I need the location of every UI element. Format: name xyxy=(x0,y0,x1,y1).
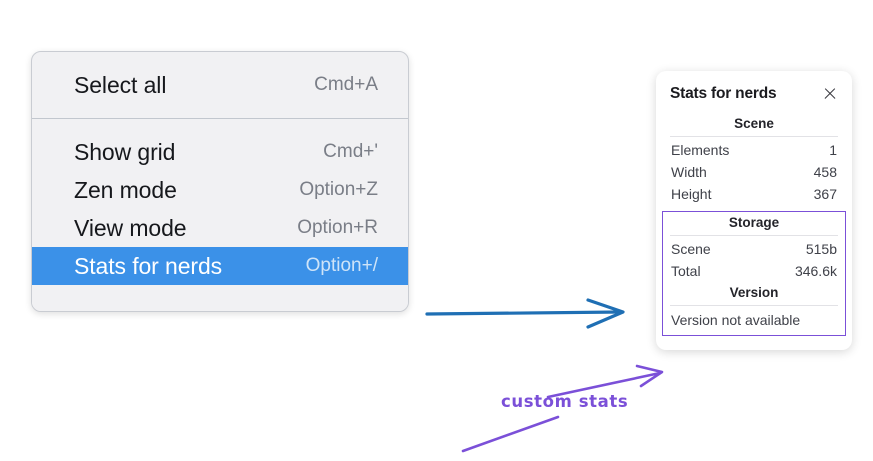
stat-value: 515b xyxy=(805,241,837,257)
menu-group-primary: Select all Cmd+A xyxy=(32,52,408,118)
stat-row-storage-total: Total 346.6k xyxy=(670,260,838,282)
blue-arrow-to-stats-panel xyxy=(425,298,625,329)
menu-item-label: Select all xyxy=(74,71,167,98)
menu-item-view-mode[interactable]: View mode Option+R xyxy=(32,209,408,247)
section-divider xyxy=(670,136,838,137)
stats-panel-header: Stats for nerds xyxy=(670,85,838,103)
stat-label: Total xyxy=(671,263,701,279)
stat-label: Height xyxy=(671,186,712,202)
menu-footer-spacer xyxy=(32,285,408,311)
menu-item-stats-for-nerds[interactable]: Stats for nerds Option+/ xyxy=(32,247,408,285)
menu-item-label: Zen mode xyxy=(74,176,177,203)
menu-item-select-all[interactable]: Select all Cmd+A xyxy=(32,66,408,104)
menu-group-secondary: Show grid Cmd+' Zen mode Option+Z View m… xyxy=(32,119,408,285)
section-divider xyxy=(670,305,838,306)
menu-item-label: Show grid xyxy=(74,138,176,165)
purple-underline-stroke xyxy=(461,415,560,453)
stat-row-storage-scene: Scene 515b xyxy=(670,238,838,260)
menu-item-label: Stats for nerds xyxy=(74,252,223,279)
custom-stats-highlight-box: Storage Scene 515b Total 346.6k Version … xyxy=(662,211,846,336)
section-title-storage: Storage xyxy=(728,215,780,230)
menu-item-shortcut: Option+/ xyxy=(305,255,378,276)
stat-value: 458 xyxy=(813,164,837,180)
stat-value: 1 xyxy=(829,142,837,158)
stats-for-nerds-panel: Stats for nerds Scene Elements 1 Width 4… xyxy=(656,71,852,350)
context-menu[interactable]: Select all Cmd+A Show grid Cmd+' Zen mod… xyxy=(31,51,409,312)
stat-value: 346.6k xyxy=(794,263,837,279)
annotation-label-custom-stats: custom stats xyxy=(501,392,629,411)
section-divider xyxy=(670,235,838,236)
stat-label: Width xyxy=(671,164,707,180)
stats-panel-title: Stats for nerds xyxy=(670,85,777,102)
menu-separator xyxy=(32,118,408,119)
menu-item-shortcut: Cmd+A xyxy=(314,74,378,95)
stat-row-width: Width 458 xyxy=(670,161,838,183)
stats-section-storage: Storage Scene 515b Total 346.6k xyxy=(670,212,838,282)
version-not-available-text: Version not available xyxy=(671,312,801,328)
menu-item-show-grid[interactable]: Show grid Cmd+' xyxy=(32,133,408,171)
menu-item-shortcut: Cmd+' xyxy=(323,141,378,162)
stat-value: 367 xyxy=(813,186,837,202)
menu-item-label: View mode xyxy=(74,214,187,241)
stat-row-elements: Elements 1 xyxy=(670,139,838,161)
menu-item-shortcut: Option+Z xyxy=(299,179,378,200)
section-title-version: Version xyxy=(729,285,779,300)
menu-item-zen-mode[interactable]: Zen mode Option+Z xyxy=(32,171,408,209)
close-icon[interactable] xyxy=(822,86,838,102)
stats-section-scene: Scene Elements 1 Width 458 Height 367 xyxy=(670,113,838,205)
stat-row-height: Height 367 xyxy=(670,183,838,205)
stat-label: Scene xyxy=(671,241,711,257)
stats-section-version: Version Version not available xyxy=(670,282,838,330)
menu-item-shortcut: Option+R xyxy=(297,217,378,238)
section-title-scene: Scene xyxy=(734,116,774,131)
stat-label: Elements xyxy=(671,142,730,158)
